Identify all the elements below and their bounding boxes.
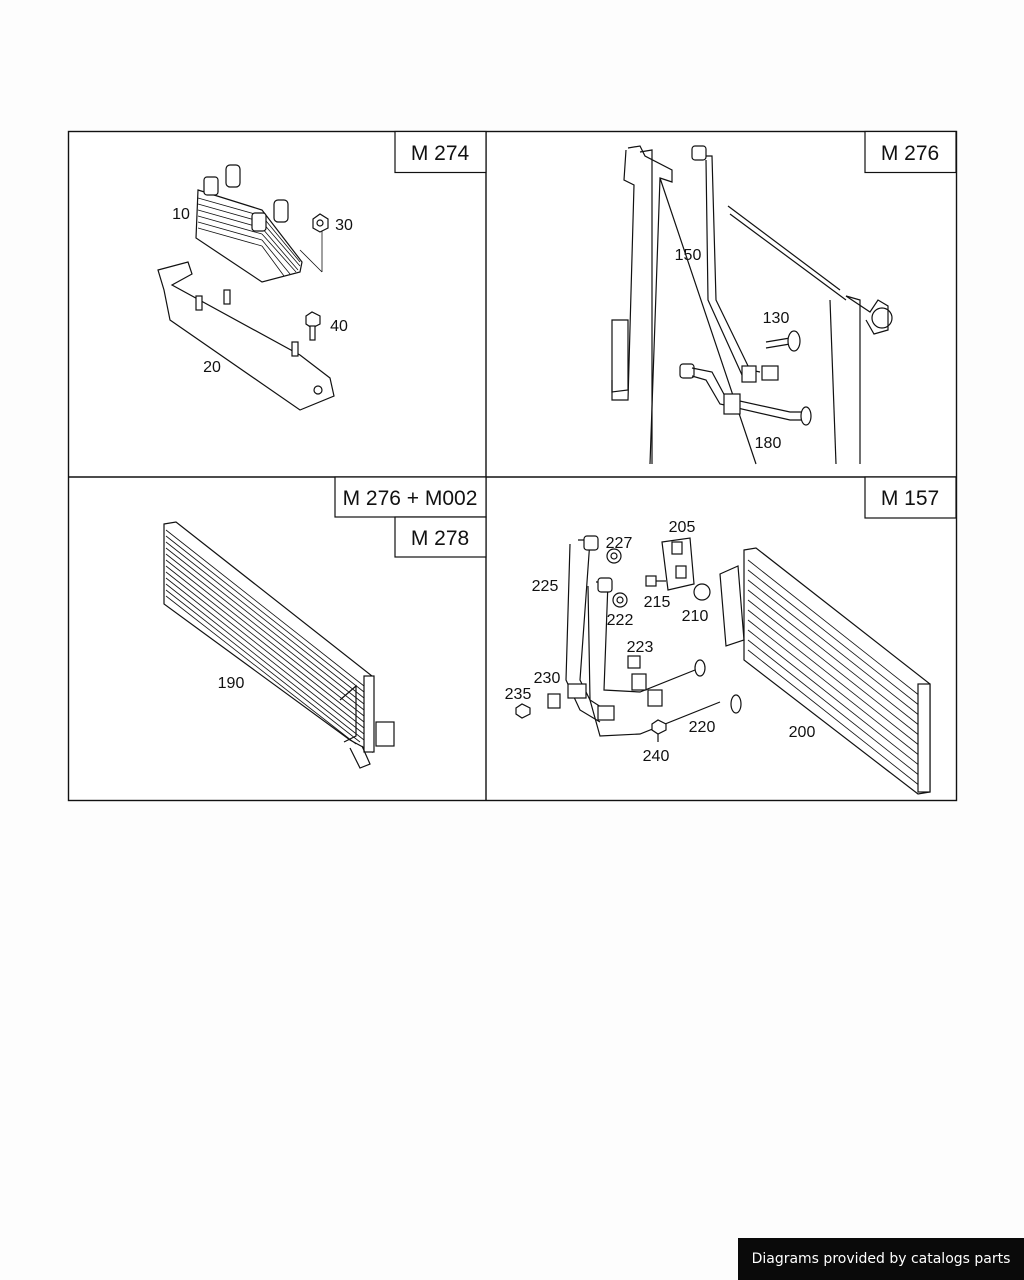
callout-40: 40: [330, 318, 348, 335]
callout-10: 10: [172, 206, 190, 223]
callout-223: 223: [627, 639, 654, 656]
oil-cooler-190: [163, 521, 395, 769]
callout-230: 230: [534, 670, 561, 687]
callout-205: 205: [669, 519, 696, 536]
engine-tag-m157: M 157: [864, 476, 957, 519]
engine-tag-m276-m002: M 276 + M002: [334, 476, 487, 518]
nut-30: [312, 213, 329, 233]
radiator-outline: [611, 145, 893, 465]
oil-cooler-10: [195, 164, 323, 283]
svg-text:M 274: M 274: [411, 142, 470, 165]
callout-130: 130: [763, 310, 790, 327]
seal-222: [612, 592, 628, 608]
callout-235: 235: [505, 686, 532, 703]
panel-m274: M 274: [157, 130, 487, 411]
connector-205: [661, 537, 695, 591]
bolt-40: [305, 311, 321, 341]
callout-20: 20: [203, 359, 221, 376]
oil-line-150: [691, 145, 761, 383]
svg-text:M 157: M 157: [881, 487, 939, 510]
svg-text:M 276: M 276: [881, 142, 939, 165]
clip-230: [547, 693, 561, 709]
oil-cooler-200: [719, 547, 931, 795]
engine-tag-m278: M 278: [394, 516, 487, 558]
panel-m276-m002-m278: M 276 + M002 M 278 190: [163, 476, 487, 769]
callout-200: 200: [789, 724, 816, 741]
callout-222: 222: [607, 612, 634, 629]
attribution-footer: Diagrams provided by catalogs parts: [738, 1238, 1024, 1280]
bracket-20: [157, 261, 335, 411]
callout-240: 240: [643, 748, 670, 765]
seal-227: [606, 548, 622, 564]
panel-m157: M 157: [505, 476, 957, 795]
callout-215: 215: [644, 594, 671, 611]
callout-227: 227: [606, 535, 633, 552]
o-ring-210: [693, 583, 711, 601]
svg-text:M 276 + M002: M 276 + M002: [343, 487, 478, 510]
engine-tag-m274: M 274: [394, 130, 487, 174]
panel-m276: M 276: [611, 130, 957, 465]
callout-180: 180: [755, 435, 782, 452]
callout-30: 30: [335, 217, 353, 234]
oil-line-180: [679, 363, 812, 426]
footer-text: Diagrams provided by catalogs parts: [751, 1251, 1011, 1267]
bolt-215: [645, 575, 666, 587]
clip-223: [627, 655, 641, 669]
engine-tag-m276: M 276: [864, 130, 957, 174]
screw-240: [651, 719, 667, 742]
callout-150: 150: [675, 247, 702, 264]
bolt-130: [761, 330, 801, 381]
oil-pipe-225: [565, 535, 742, 737]
callout-225: 225: [532, 578, 559, 595]
screw-235: [515, 703, 531, 719]
callout-220: 220: [689, 719, 716, 736]
svg-text:M 278: M 278: [411, 527, 469, 550]
callout-190: 190: [218, 675, 245, 692]
callout-210: 210: [682, 608, 709, 625]
